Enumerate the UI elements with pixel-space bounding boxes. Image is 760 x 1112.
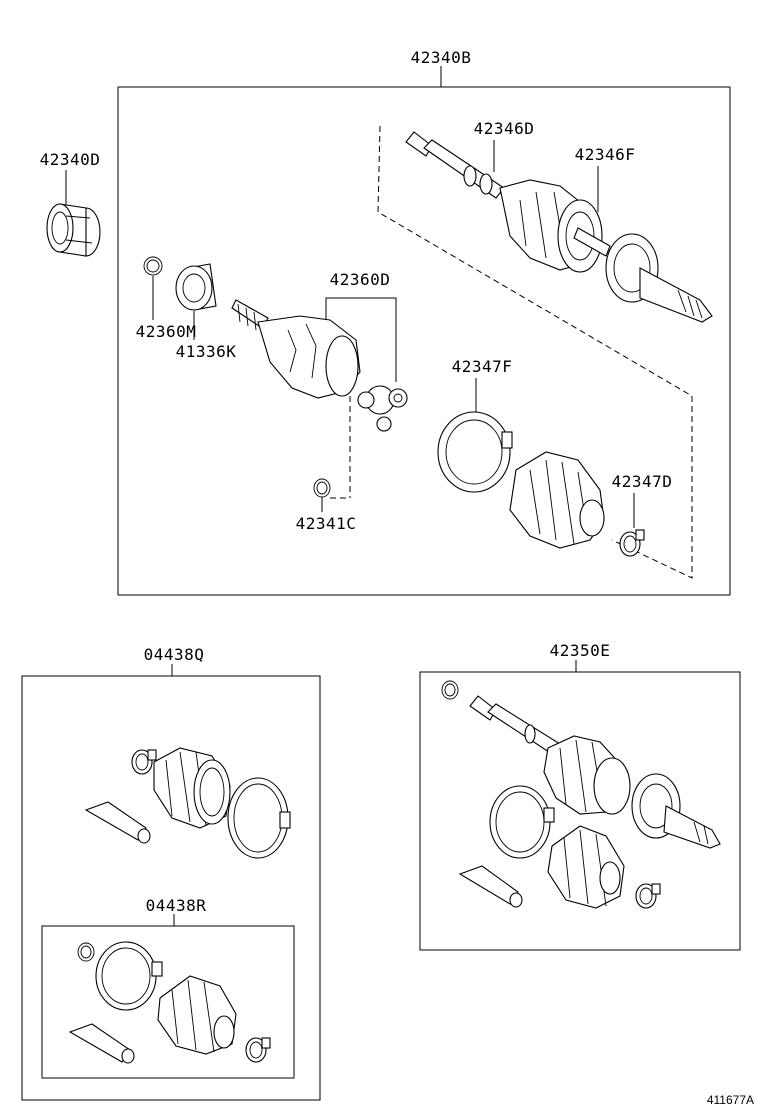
snap-ring-42341c[interactable] [313, 478, 331, 498]
small-clamp-e[interactable] [635, 883, 661, 909]
boot-clamp-42347d[interactable] [619, 529, 645, 557]
label-42340b[interactable]: 42340B [411, 48, 472, 67]
kit-04438r-frame [41, 925, 295, 1079]
outboard-boot-42346f[interactable] [499, 179, 603, 273]
leader-42360d [325, 297, 397, 382]
figure-number: 411677A [707, 1093, 754, 1107]
small-clamp-r[interactable] [245, 1037, 271, 1063]
drive-shaft-e[interactable] [469, 695, 561, 755]
inboard-boot[interactable] [509, 451, 605, 549]
inboard-boot-e[interactable] [547, 825, 625, 909]
label-42341c[interactable]: 42341C [296, 514, 357, 533]
large-clamp-q[interactable] [227, 777, 291, 859]
label-42360m[interactable]: 42360M [136, 322, 197, 341]
outboard-joint-e[interactable] [631, 773, 721, 849]
boot-clamp-42347f[interactable] [437, 411, 513, 493]
snap-ring-42360m[interactable] [143, 256, 163, 276]
label-42350e[interactable]: 42350E [550, 641, 611, 660]
inboard-joint-housing[interactable] [231, 299, 361, 399]
dashed-region-outboard [377, 125, 693, 579]
assembly-42340b-frame [117, 86, 731, 596]
label-42360d[interactable]: 42360D [330, 270, 391, 289]
kit-04438q-frame [21, 675, 321, 1101]
label-41336k[interactable]: 41336K [176, 342, 237, 361]
small-clamp-q[interactable] [131, 749, 157, 775]
drive-shaft-42346d[interactable] [405, 131, 505, 199]
dust-seal-ring-42340d[interactable] [46, 203, 101, 257]
label-42347f[interactable]: 42347F [452, 357, 513, 376]
tripod-joint[interactable] [357, 385, 408, 432]
grease-tube-q[interactable] [84, 801, 151, 844]
outboard-boot-e[interactable] [543, 735, 631, 815]
label-42340d[interactable]: 42340D [40, 150, 101, 169]
boot-r[interactable] [157, 975, 237, 1055]
snap-ring-e[interactable] [441, 680, 459, 700]
label-04438q[interactable]: 04438Q [144, 645, 205, 664]
boot-q[interactable] [153, 747, 231, 829]
oil-seal-41336k[interactable] [175, 263, 217, 311]
label-42346f[interactable]: 42346F [575, 145, 636, 164]
large-clamp-r[interactable] [95, 941, 163, 1011]
label-42347d[interactable]: 42347D [612, 472, 673, 491]
outboard-joint[interactable] [573, 227, 713, 323]
label-42346d[interactable]: 42346D [474, 119, 535, 138]
label-04438r[interactable]: 04438R [146, 896, 207, 915]
assembly-42350e-frame [419, 671, 741, 951]
grease-tube-r[interactable] [68, 1023, 135, 1064]
large-clamp-e[interactable] [489, 785, 555, 859]
grease-tube-e[interactable] [458, 865, 523, 908]
snap-ring-r[interactable] [77, 942, 95, 962]
